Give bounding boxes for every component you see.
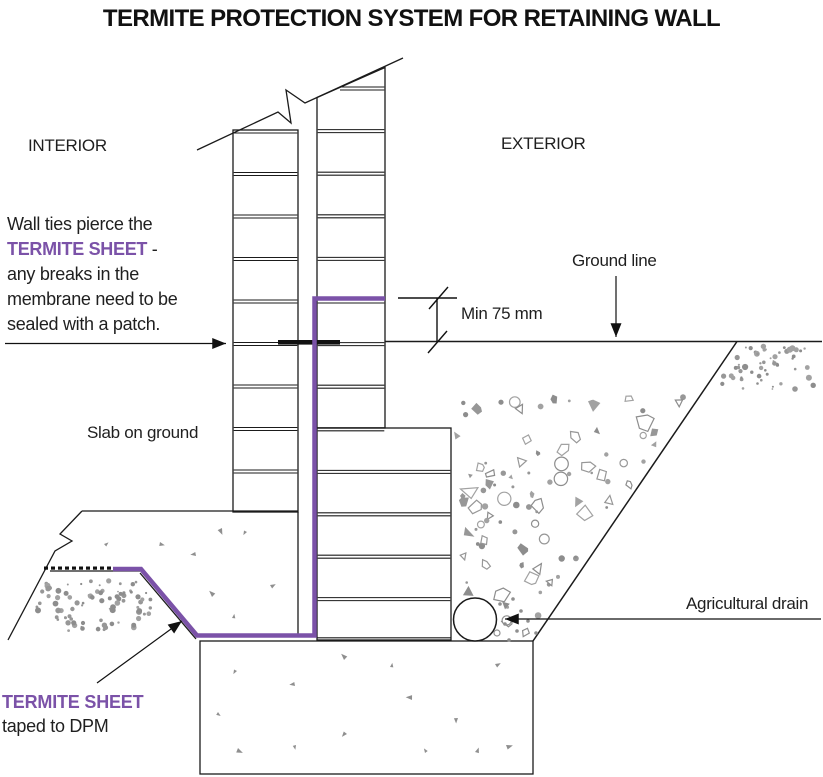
interior-wall-leaf	[232, 129, 299, 513]
footing	[199, 640, 534, 775]
termite-sheet-label-title: TERMITE SHEET	[2, 692, 144, 712]
termite-sheet-label-subtitle: taped to DPM	[2, 716, 109, 736]
interior-note: Wall ties pierce the TERMITE SHEET - any…	[7, 212, 178, 337]
note-line-5: sealed with a patch.	[7, 314, 161, 334]
excavation-line	[532, 341, 738, 642]
retaining-wall-below-ground	[316, 427, 452, 641]
agricultural-drain-label: Agricultural drain	[686, 594, 809, 613]
slab-on-ground-label: Slab on ground	[87, 423, 199, 442]
termite-sheet-highlight: TERMITE SHEET	[7, 239, 148, 259]
sheet-arrow	[96, 620, 183, 684]
exterior-label: EXTERIOR	[501, 134, 586, 153]
note-dash: -	[147, 239, 158, 259]
dimension-ticks	[398, 286, 457, 354]
dpm-dashed-line	[44, 566, 111, 570]
page-title: TERMITE PROTECTION SYSTEM FOR RETAINING …	[102, 5, 721, 32]
note-line-3: any breaks in the	[7, 264, 139, 284]
brick-course-joints	[233, 86, 451, 602]
note-line-1: Wall ties pierce the	[7, 214, 153, 234]
note-line-2: TERMITE SHEET -	[7, 237, 177, 262]
termite-sheet-line	[113, 296, 385, 638]
interior-label: INTERIOR	[28, 136, 107, 155]
exterior-wall-leaf	[316, 66, 386, 429]
slab-outline	[7, 510, 299, 641]
min-75mm-label: Min 75 mm	[461, 304, 543, 323]
agricultural-drain-pipe	[452, 597, 498, 642]
ground-line-label: Ground line	[572, 251, 657, 270]
termite-sheet-dpm-label: TERMITE SHEET taped to DPM	[2, 690, 144, 738]
wall-break-line	[196, 57, 404, 151]
note-line-4: membrane need to be	[7, 289, 178, 309]
gravel-and-soil-fill	[35, 343, 816, 754]
wall-tie	[278, 340, 340, 345]
